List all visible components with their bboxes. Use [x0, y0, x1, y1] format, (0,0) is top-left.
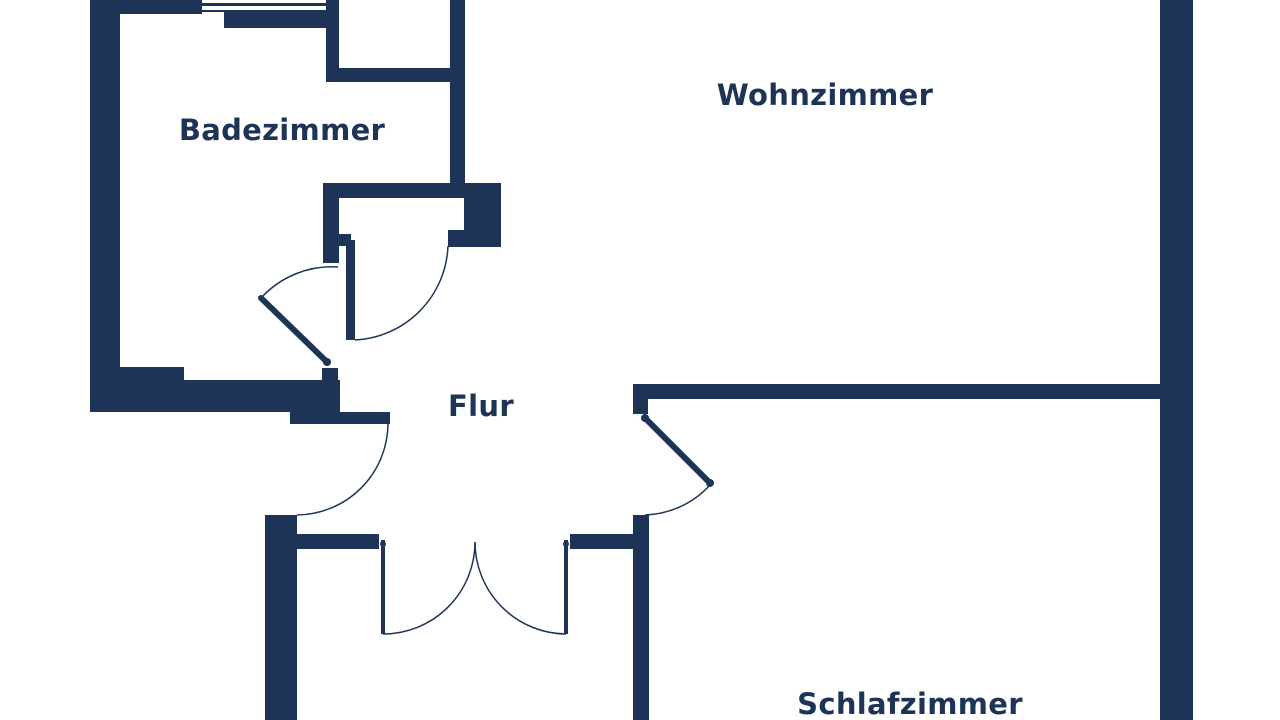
room-labels: Badezimmer Wohnzimmer Flur Schlafzimmer [179, 78, 1023, 720]
label-wohnzimmer: Wohnzimmer [717, 78, 934, 112]
wall-wohn-schlaf [633, 384, 1178, 399]
wall-flur-left-lintel [290, 412, 390, 424]
label-flur: Flur [448, 389, 514, 423]
label-badezimmer: Badezimmer [179, 113, 386, 147]
door-entry-left-pivot [380, 541, 386, 547]
door-entry-right-swing [474, 541, 567, 635]
wall-entry-top-left [297, 534, 379, 549]
door-closet-leaf [346, 240, 355, 340]
door-schlaf-leaf [642, 415, 713, 486]
wall-entry-top-right [570, 534, 636, 549]
door-entry-left-swing [382, 541, 476, 635]
door-closet-swing [354, 245, 449, 341]
wall-schlaf-left [633, 515, 649, 720]
door-bath-leaf [258, 295, 330, 365]
wall-bath-bottom [90, 380, 340, 412]
label-schlafzimmer: Schlafzimmer [797, 687, 1023, 720]
door-entry-right-pivot [563, 541, 569, 547]
door-schlaf-pivot-top [641, 414, 649, 422]
wall-entry-left [265, 515, 297, 720]
doors [258, 240, 714, 635]
wall-bath-top-left [120, 0, 202, 14]
wall-divider-jamb [633, 384, 648, 414]
door-bath-pivot [323, 358, 331, 366]
window-bath-frame [202, 3, 326, 6]
wall-shaft-right [450, 0, 465, 188]
wall-closet-stub-right [448, 230, 468, 247]
door-schlaf-pivot-bottom [706, 479, 714, 487]
wall-shaft-left [326, 0, 339, 80]
door-schlaf-swing [644, 484, 711, 516]
wall-bath-top-right [224, 12, 330, 28]
wall-closet-pillar [464, 183, 501, 247]
wall-closet-top [323, 183, 501, 198]
wall-flur-stub [322, 368, 338, 396]
wall-bath-left [90, 0, 120, 412]
wall-closet-left [323, 183, 339, 263]
door-flur-left-swing [296, 423, 389, 516]
wall-bath-bottom-step [120, 367, 184, 381]
walls [90, 0, 1193, 720]
wall-right [1160, 0, 1193, 720]
door-bath-swing [260, 266, 339, 299]
wall-shaft-bottom [326, 68, 456, 82]
window-bath-sill [202, 10, 326, 12]
wall-bath-bottom-notch [265, 395, 295, 412]
